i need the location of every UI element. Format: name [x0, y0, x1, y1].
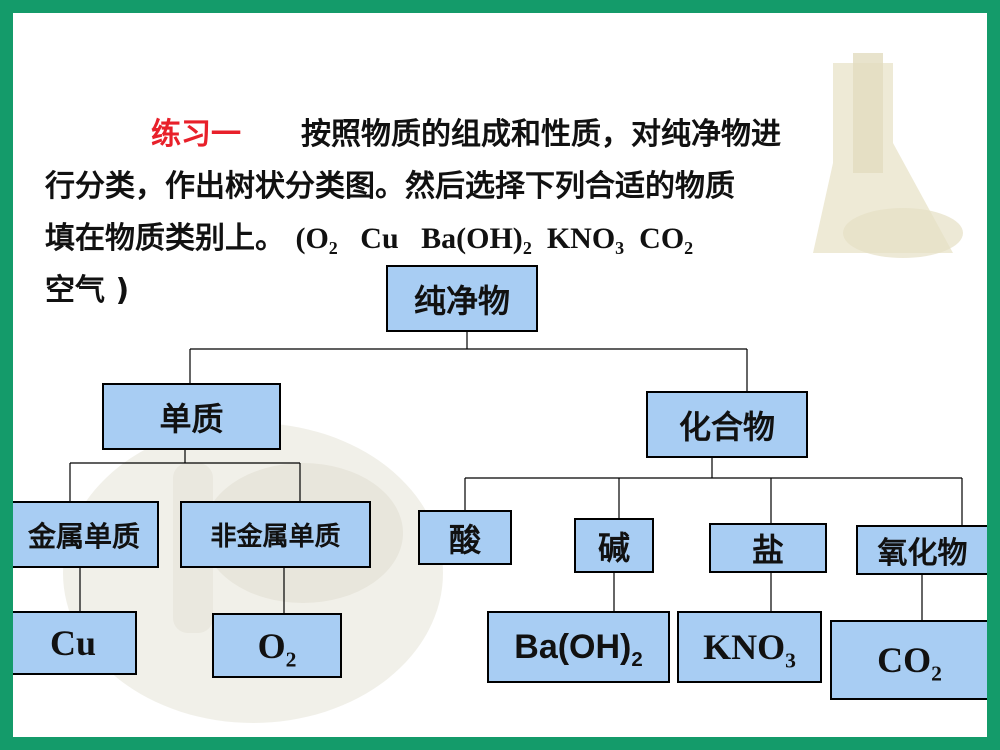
node-nonmetal-element: 非金属单质: [180, 501, 371, 568]
node-metal-element: 金属单质: [13, 501, 159, 568]
instruction-line-4: 空气 ): [45, 273, 130, 308]
node-compound: 化合物: [646, 391, 808, 458]
answer-kno3: KNO3: [677, 611, 822, 683]
node-acid: 酸: [418, 510, 512, 565]
node-element: 单质: [102, 383, 281, 450]
instruction-line3-text: 填在物质类别上。: [45, 221, 285, 256]
slide: 练习一 按照物质的组成和性质，对纯净物进 行分类，作出树状分类图。然后选择下列合适…: [13, 13, 987, 737]
instruction-line-3: 填在物质类别上。 (O2 Cu Ba(OH)2 KNO3 CO2: [45, 213, 965, 265]
answer-co2: CO2: [830, 620, 987, 700]
substance-list: (O2 Cu Ba(OH)2 KNO3 CO2: [295, 222, 694, 258]
exercise-label: 练习一: [151, 117, 241, 152]
node-oxide: 氧化物: [856, 525, 987, 575]
instruction-line-2: 行分类，作出树状分类图。然后选择下列合适的物质: [45, 169, 735, 204]
instruction-line1-text: 按照物质的组成和性质，对纯净物进: [301, 117, 781, 152]
answer-cu: Cu: [13, 611, 137, 675]
node-pure-substance: 纯净物: [386, 265, 538, 332]
tree-connectors: [69, 332, 963, 620]
node-salt: 盐: [709, 523, 827, 573]
node-base: 碱: [574, 518, 654, 573]
instruction-line-1: 练习一 按照物质的组成和性质，对纯净物进: [45, 109, 965, 161]
answer-baoh2: Ba(OH)2: [487, 611, 670, 683]
instruction-text: 练习一 按照物质的组成和性质，对纯净物进 行分类，作出树状分类图。然后选择下列合适…: [45, 109, 965, 317]
answer-o2: O2: [212, 613, 342, 678]
